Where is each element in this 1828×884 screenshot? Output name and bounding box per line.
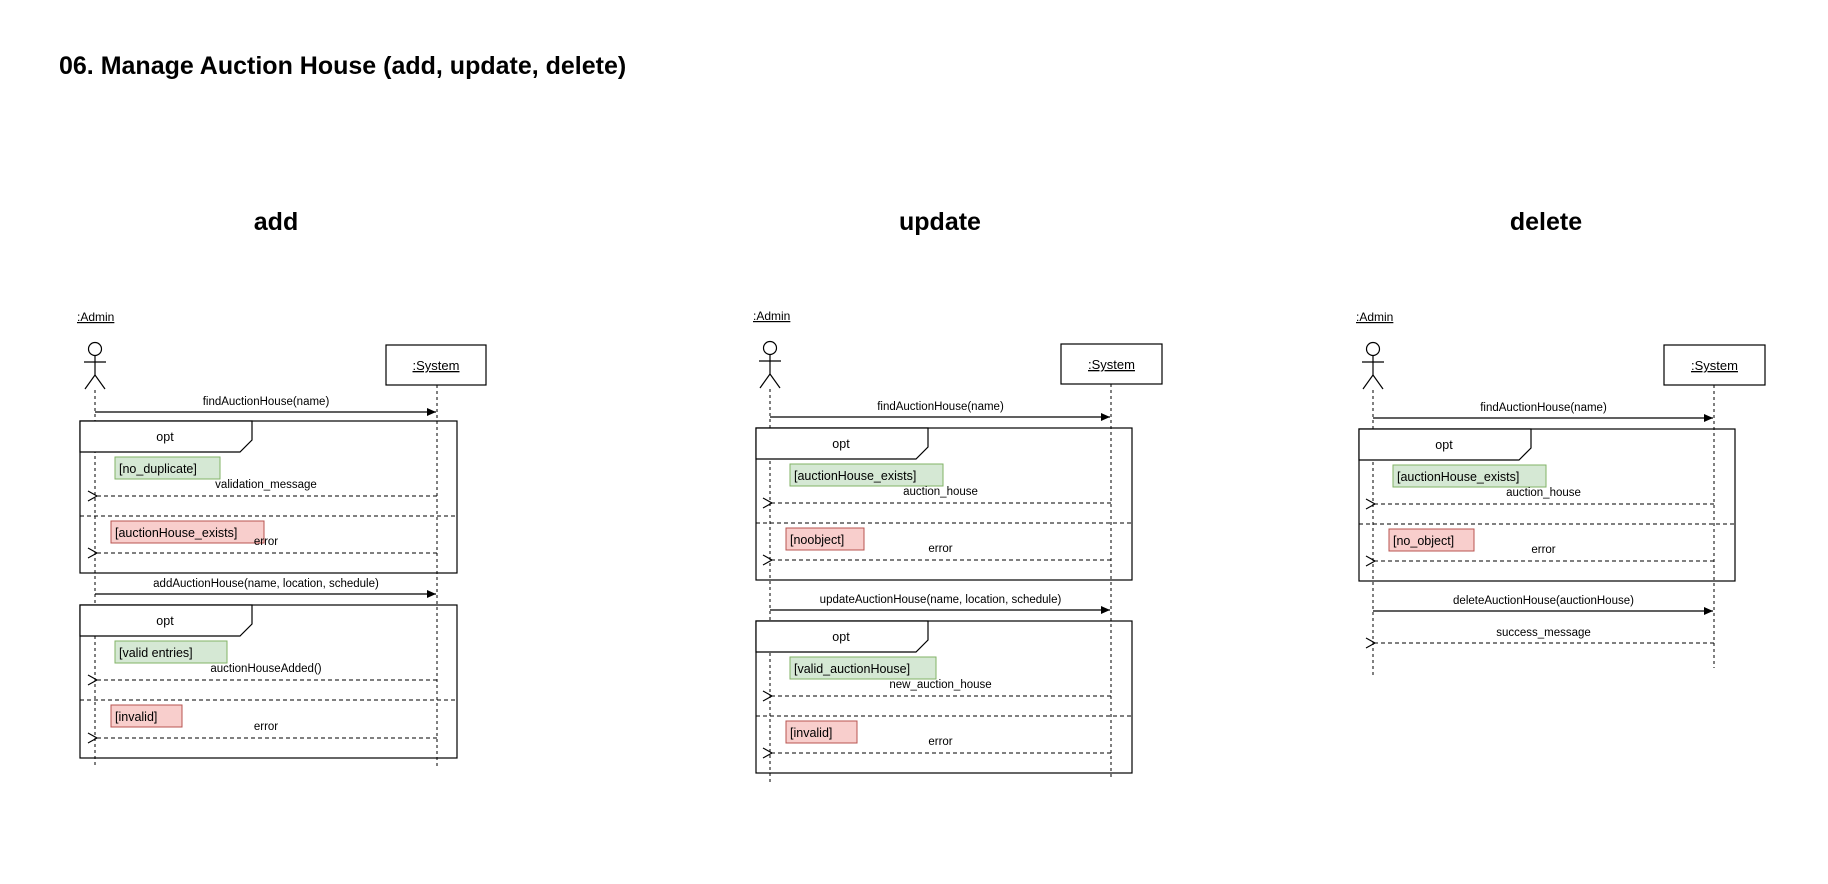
opt-tab — [79, 420, 253, 453]
opt-label: opt — [156, 614, 174, 628]
guard-condition-ok: [no_duplicate] — [119, 462, 197, 476]
message-label: findAuctionHouse(name) — [1480, 402, 1607, 414]
opt-label: opt — [832, 630, 850, 644]
reply-label: error — [1531, 544, 1555, 556]
message-label: addAuctionHouse(name, location, schedule… — [153, 578, 379, 590]
guard-condition-error: [auctionHouse_exists] — [115, 526, 237, 540]
reply-label: auctionHouseAdded() — [210, 663, 321, 675]
reply-label: new_auction_house — [889, 679, 991, 691]
reply-label: error — [254, 536, 278, 548]
system-label-delete: :System — [1691, 358, 1738, 373]
system-label-update: :System — [1088, 357, 1135, 372]
guard-condition-error: [invalid] — [790, 726, 832, 740]
guard-condition-error: [noobject] — [790, 533, 844, 547]
opt-fragment — [79, 420, 458, 574]
diagram-title-update: update — [899, 208, 981, 236]
opt-tab — [79, 604, 253, 637]
reply-label: validation_message — [215, 479, 317, 491]
system-box-delete — [1663, 344, 1766, 386]
actor-label-delete: :Admin — [1356, 310, 1393, 324]
reply-label: auction_house — [903, 486, 978, 498]
diagram-title-delete: delete — [1509, 208, 1583, 236]
guard-box — [114, 456, 221, 480]
opt-tab — [755, 620, 929, 653]
system-label-add: :System — [413, 358, 460, 373]
guard-box — [1388, 528, 1475, 552]
message-label: findAuctionHouse(name) — [203, 396, 330, 408]
opt-tab — [755, 427, 929, 460]
guard-condition-ok: [valid_auctionHouse] — [794, 662, 910, 676]
guard-condition-error: [invalid] — [115, 710, 157, 724]
message-label: updateAuctionHouse(name, location, sched… — [820, 594, 1062, 606]
actor-label-add: :Admin — [77, 310, 114, 324]
guard-box — [785, 527, 865, 551]
diagram-title-add: add — [253, 208, 299, 236]
opt-fragment — [1358, 428, 1736, 582]
reply-label: error — [254, 721, 278, 733]
guard-box — [785, 720, 858, 744]
message-label: deleteAuctionHouse(auctionHouse) — [1453, 595, 1634, 607]
guard-box — [114, 640, 228, 664]
opt-fragment — [755, 427, 1133, 581]
actor-icon-add — [84, 341, 106, 390]
reply-label: auction_house — [1506, 487, 1581, 499]
opt-fragment — [755, 620, 1133, 774]
system-box-update — [1060, 343, 1163, 385]
guard-condition-ok: [auctionHouse_exists] — [794, 469, 916, 483]
opt-tab — [1358, 428, 1532, 461]
opt-fragment — [79, 604, 458, 759]
actor-icon-delete — [1362, 341, 1384, 390]
actor-label-update: :Admin — [753, 309, 790, 323]
reply-label: error — [928, 543, 952, 555]
message-label: findAuctionHouse(name) — [877, 401, 1004, 413]
opt-label: opt — [1435, 438, 1453, 452]
page-title: 06. Manage Auction House (add, update, d… — [59, 52, 627, 80]
guard-box — [789, 463, 944, 487]
reply-label: error — [928, 736, 952, 748]
guard-box — [110, 520, 265, 544]
reply-label: success_message — [1496, 627, 1591, 639]
system-box-add — [385, 344, 487, 386]
guard-condition-error: [no_object] — [1393, 534, 1454, 548]
actor-icon-update — [759, 340, 781, 389]
guard-box — [789, 656, 937, 680]
opt-label: opt — [832, 437, 850, 451]
guard-condition-ok: [auctionHouse_exists] — [1397, 470, 1519, 484]
guard-condition-ok: [valid entries] — [119, 646, 193, 660]
guard-box — [110, 704, 183, 728]
opt-label: opt — [156, 430, 174, 444]
guard-box — [1392, 464, 1547, 488]
